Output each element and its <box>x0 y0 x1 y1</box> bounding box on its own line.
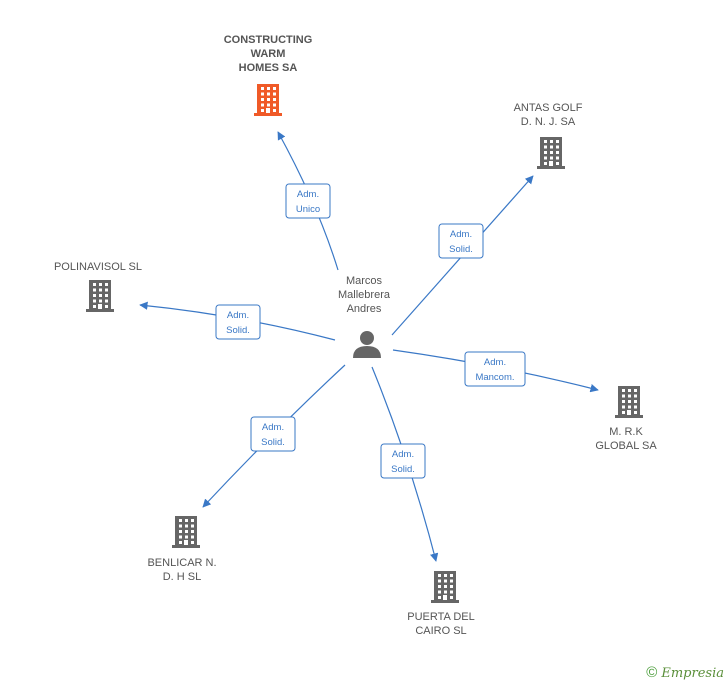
company-name-label: CAIRO SL <box>415 625 466 637</box>
role-label: Adm. <box>450 229 472 240</box>
role-label: Adm. <box>297 189 319 200</box>
role-label: Solid. <box>391 464 415 475</box>
role-label: Unico <box>296 204 320 215</box>
company-name-label: WARM <box>251 48 286 60</box>
company-name-label: PUERTA DEL <box>407 611 474 623</box>
company-name-label: CONSTRUCTING <box>224 34 313 46</box>
company-name-label: POLINAVISOL SL <box>54 261 142 273</box>
role-label: Adm. <box>484 357 506 368</box>
role-label: Adm. <box>392 449 414 460</box>
role-label: Solid. <box>261 437 285 448</box>
company-node-mrk[interactable]: M. R.K GLOBAL SA <box>595 386 657 452</box>
role-badge-antas[interactable]: Adm. Solid. <box>438 223 484 259</box>
building-icon[interactable] <box>172 516 200 548</box>
company-name-label: M. R.K <box>609 426 643 438</box>
company-node-polinavisol[interactable]: POLINAVISOL SL <box>54 261 142 312</box>
role-label: Solid. <box>226 325 250 336</box>
building-icon[interactable] <box>615 386 643 418</box>
role-badge-mrk[interactable]: Adm. Mancom. <box>464 351 526 387</box>
person-name-label: Andres <box>347 303 382 315</box>
company-name-label: GLOBAL SA <box>595 440 657 452</box>
company-name-label: HOMES SA <box>239 62 298 74</box>
role-label: Solid. <box>449 244 473 255</box>
copyright-icon: © <box>646 664 658 681</box>
building-icon[interactable] <box>86 280 114 312</box>
role-badge-puerta[interactable]: Adm. Solid. <box>380 443 426 479</box>
company-node-benlicar[interactable]: BENLICAR N. D. H SL <box>147 516 217 583</box>
role-label: Adm. <box>227 310 249 321</box>
footer-credit: ©Empresia <box>646 664 724 681</box>
company-node-constructing[interactable]: CONSTRUCTING WARM HOMES SA <box>224 34 313 116</box>
company-name-label: ANTAS GOLF <box>514 102 583 114</box>
company-name-label: D. N. J. SA <box>521 116 576 128</box>
building-icon[interactable] <box>537 137 565 169</box>
role-badge-constructing[interactable]: Adm. Unico <box>285 183 331 219</box>
person-name-label: Mallebrera <box>338 289 391 301</box>
company-node-puerta[interactable]: PUERTA DEL CAIRO SL <box>407 571 475 637</box>
empresia-logo: Empresia <box>661 666 724 681</box>
company-name-label: BENLICAR N. <box>147 557 216 569</box>
role-label: Mancom. <box>475 372 514 383</box>
role-label: Adm. <box>262 422 284 433</box>
role-badge-benlicar[interactable]: Adm. Solid. <box>250 416 296 452</box>
company-name-label: D. H SL <box>163 571 202 583</box>
building-icon[interactable] <box>254 84 282 116</box>
person-name-label: Marcos <box>346 275 383 287</box>
person-icon <box>353 331 381 358</box>
role-badge-polinavisol[interactable]: Adm. Solid. <box>215 304 261 340</box>
building-icon[interactable] <box>431 571 459 603</box>
company-node-antas[interactable]: ANTAS GOLF D. N. J. SA <box>514 102 583 169</box>
